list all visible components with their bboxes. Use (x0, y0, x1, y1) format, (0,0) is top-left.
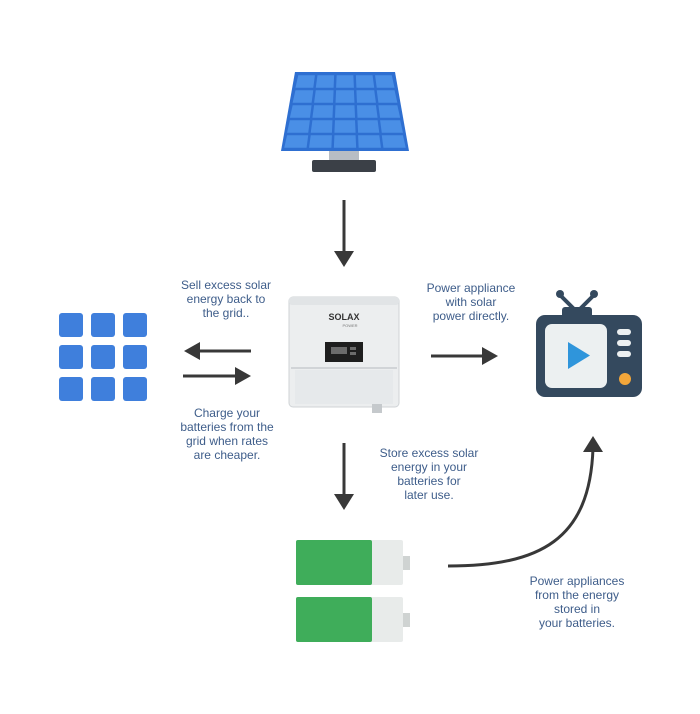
solar-cell (295, 75, 315, 88)
grid-square (123, 377, 147, 401)
arrow-batteries-to-tv (447, 436, 603, 568)
grid-square (91, 377, 115, 401)
solar-cell (284, 135, 309, 148)
grid-square (91, 313, 115, 337)
solar-cell (287, 120, 310, 133)
solar-cell (292, 90, 314, 103)
grid-square (59, 313, 83, 337)
solar-cell (380, 120, 403, 133)
solar-panel-icon (281, 72, 409, 172)
solar-cell (335, 90, 355, 103)
battery-icon (296, 540, 410, 585)
solar-cell (315, 75, 335, 88)
solar-cell (356, 105, 378, 118)
grid-square (123, 345, 147, 369)
arrow-grid-to-inverter (183, 367, 251, 385)
label-power-direct: Power appliance with solar power directl… (426, 281, 516, 323)
solar-cell (333, 135, 357, 148)
solar-cell (289, 105, 312, 118)
battery-icon (296, 597, 410, 642)
arrow-solar-to-inverter (334, 200, 354, 267)
solar-cell (334, 105, 356, 118)
solar-cell (376, 90, 398, 103)
solar-cell (357, 120, 380, 133)
solar-cell (375, 75, 395, 88)
inverter-sub-brand: POWER (342, 323, 357, 328)
grid-square (91, 345, 115, 369)
label-store-excess: Store excess solar energy in your batter… (379, 446, 479, 502)
inverter-brand: SOLAX (328, 312, 359, 322)
solar-cell (309, 135, 332, 148)
arrow-inverter-to-tv (431, 347, 498, 365)
arrow-inverter-to-batteries (334, 443, 354, 510)
solar-cell (310, 120, 333, 133)
television-icon (536, 290, 642, 397)
solar-cell (312, 105, 334, 118)
grid-square (59, 345, 83, 369)
grid-icon (59, 313, 147, 401)
solar-cell (334, 120, 356, 133)
solar-cell (381, 135, 406, 148)
solar-cell (336, 75, 354, 88)
solar-cell (356, 90, 376, 103)
label-charge-from-grid: Charge your batteries from the grid when… (180, 406, 274, 462)
inverter-icon: SOLAX POWER (288, 296, 400, 413)
solar-cell (378, 105, 401, 118)
grid-square (123, 313, 147, 337)
solar-cell (314, 90, 334, 103)
arrow-inverter-to-grid (184, 342, 251, 360)
label-sell-to-grid: Sell excess solar energy back to the gri… (180, 278, 272, 320)
label-power-from-batteries: Power appliances from the energy stored … (529, 574, 625, 630)
solar-cell (358, 135, 381, 148)
grid-square (59, 377, 83, 401)
solar-cell (355, 75, 375, 88)
